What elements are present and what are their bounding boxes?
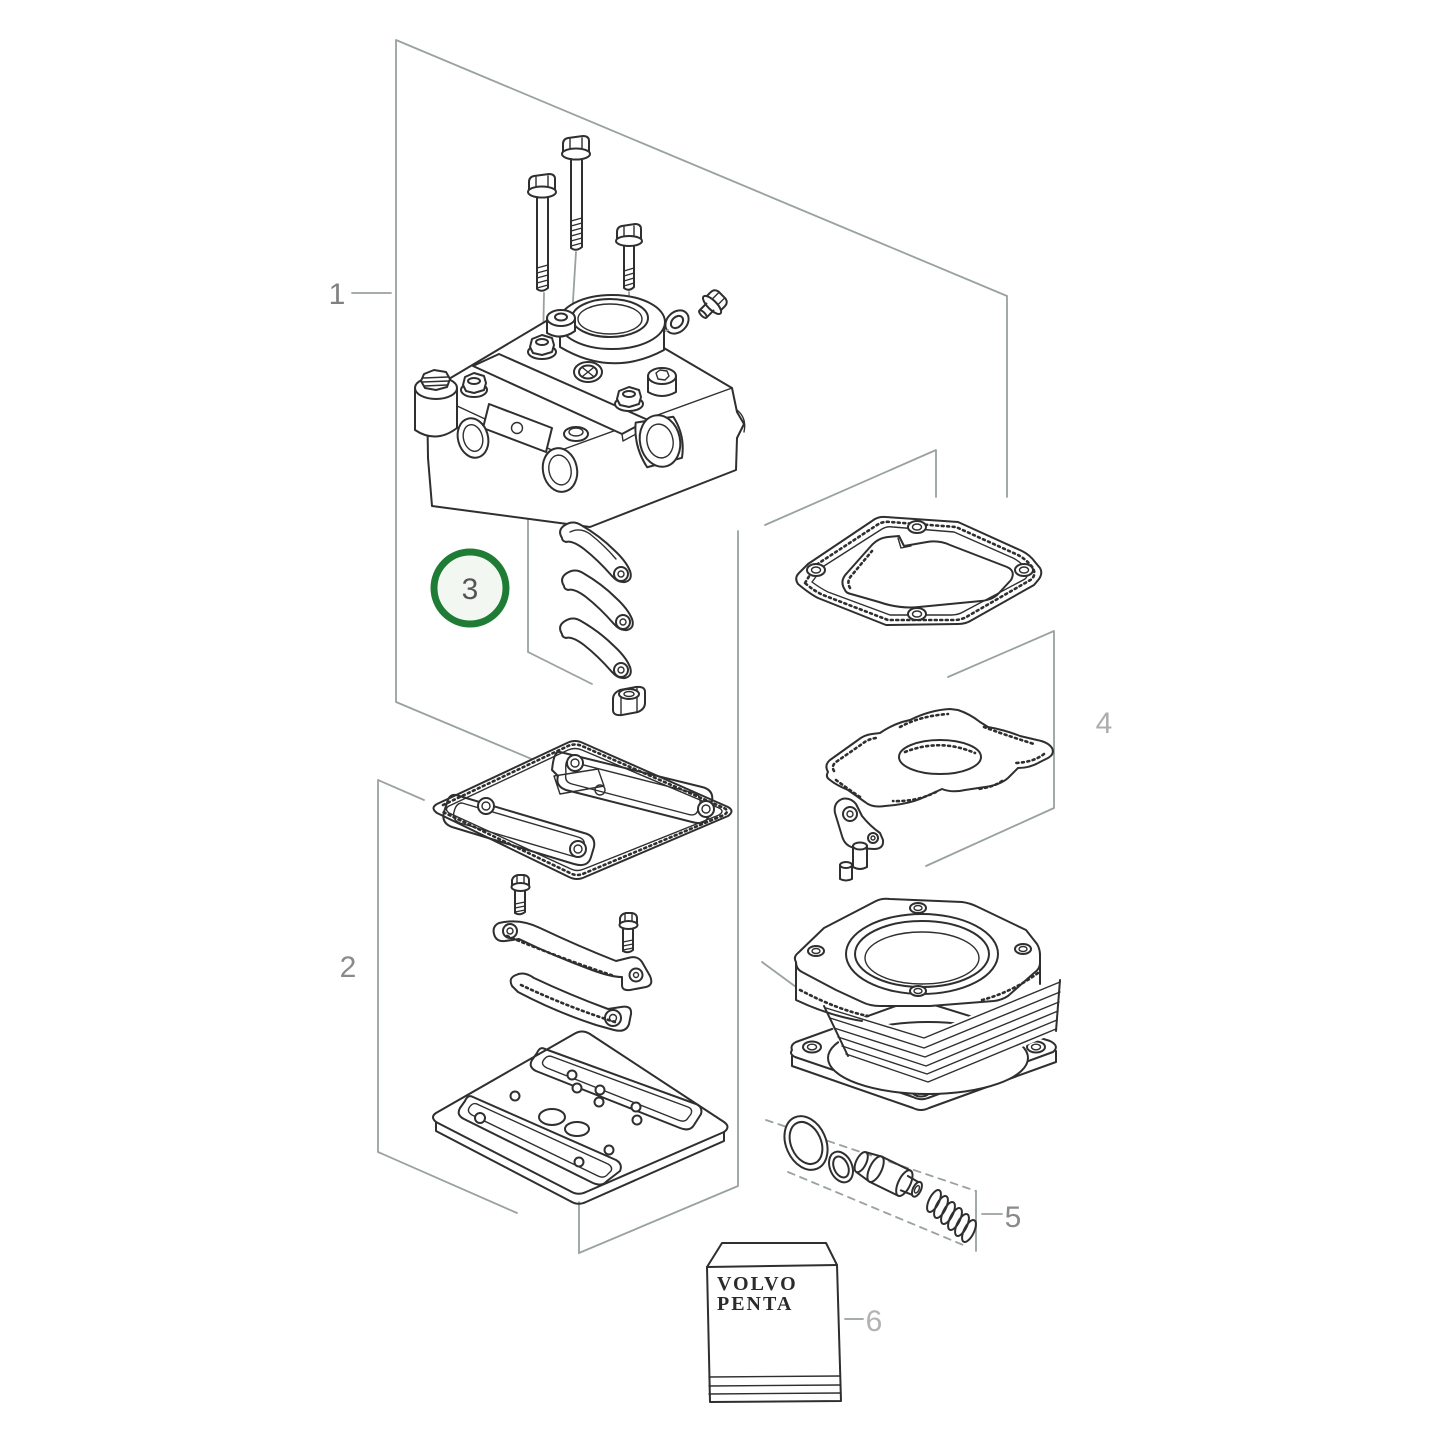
reed-valve-drawing-1 (559, 521, 632, 584)
small-bolt-2 (618, 912, 639, 954)
spring-drawing (926, 1188, 977, 1244)
head-bolt-long-2 (561, 135, 591, 318)
reed-strap-drawing-2 (509, 972, 633, 1032)
head-gasket-drawing (432, 740, 733, 880)
callout-2-bracket (377, 530, 739, 1255)
callout-3-label: 3 (462, 573, 479, 606)
callout-4-bracket (925, 630, 1055, 867)
sealing-washer (664, 309, 690, 335)
pivot-pin-drawing (852, 841, 868, 870)
valve-plate-drawing (432, 1030, 729, 1205)
callout-5-label: 5 (1005, 1201, 1022, 1234)
o-ring-large-drawing (783, 1115, 829, 1171)
cylinder-liner-drawing (790, 897, 1062, 1111)
callout-3-hotspot[interactable]: 3 (430, 548, 510, 628)
callout-2-label: 2 (340, 951, 357, 984)
reed-strap-drawing-1 (492, 920, 653, 992)
small-bolt-1 (510, 874, 531, 916)
cover-gasket-drawing (795, 515, 1043, 626)
head-bolt-long-1 (527, 173, 557, 346)
valve-body-drawing (853, 1150, 923, 1198)
head-bolt-short (615, 223, 643, 398)
brand-line-2: PENTA (717, 1293, 793, 1315)
cylinder-leader-line (761, 961, 797, 988)
cover-gasket-bracket (764, 449, 937, 526)
plug-screw (698, 289, 728, 319)
reed-valve-drawing-2 (561, 569, 634, 632)
reed-valve-drawing-3 (559, 617, 632, 680)
volvo-penta-box-drawing: VOLVO PENTA (706, 1242, 842, 1403)
callout-6-label: 6 (866, 1305, 883, 1338)
shaped-gasket-drawing (825, 708, 1054, 808)
cylinder-head-drawing (414, 294, 746, 528)
callout-1-label: 1 (329, 278, 346, 311)
callout-1-bracket (351, 39, 1008, 774)
brand-line-1: VOLVO (717, 1273, 798, 1295)
pin-cap-drawing (839, 861, 853, 882)
o-ring-small-drawing (828, 1150, 854, 1184)
unloader-bracket-drawing (833, 797, 885, 850)
callout-4-label: 4 (1096, 707, 1113, 740)
lock-nut-drawing (612, 685, 646, 717)
